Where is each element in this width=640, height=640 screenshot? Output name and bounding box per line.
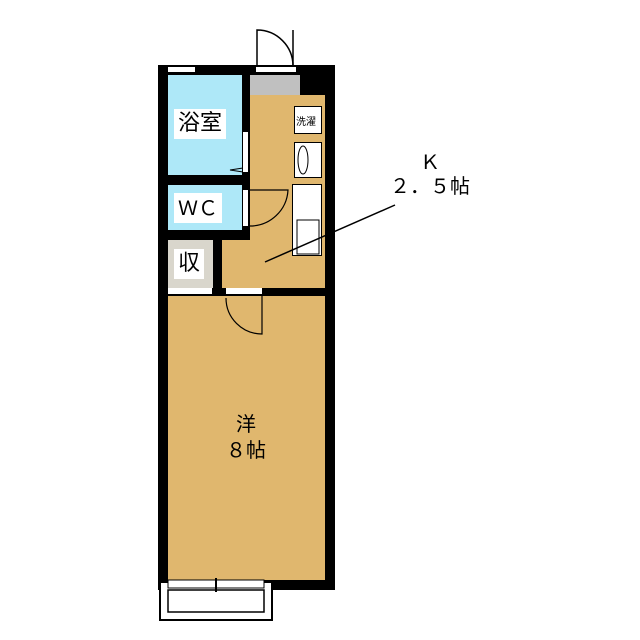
entrance-door-opening	[256, 67, 296, 72]
bath-door	[243, 132, 248, 172]
kitchen-label: Ｋ	[420, 150, 440, 174]
storage-door	[168, 288, 212, 294]
bath-label: 浴室	[174, 109, 227, 139]
western-label: 洋	[236, 412, 256, 436]
wc-label: ＷＣ	[174, 193, 222, 223]
kitchen-size: ２．５帖	[390, 174, 470, 198]
wc-door	[243, 190, 248, 226]
entrance	[250, 75, 300, 95]
western-door-opening	[226, 288, 262, 294]
storage-label: 収	[174, 249, 205, 279]
western-room	[168, 296, 325, 580]
western-size: ８帖	[226, 438, 266, 462]
washer-label: 洗濯	[296, 117, 316, 128]
washer-box	[294, 106, 322, 134]
kitchen-room-extension	[222, 240, 252, 288]
bath-window	[168, 67, 195, 72]
